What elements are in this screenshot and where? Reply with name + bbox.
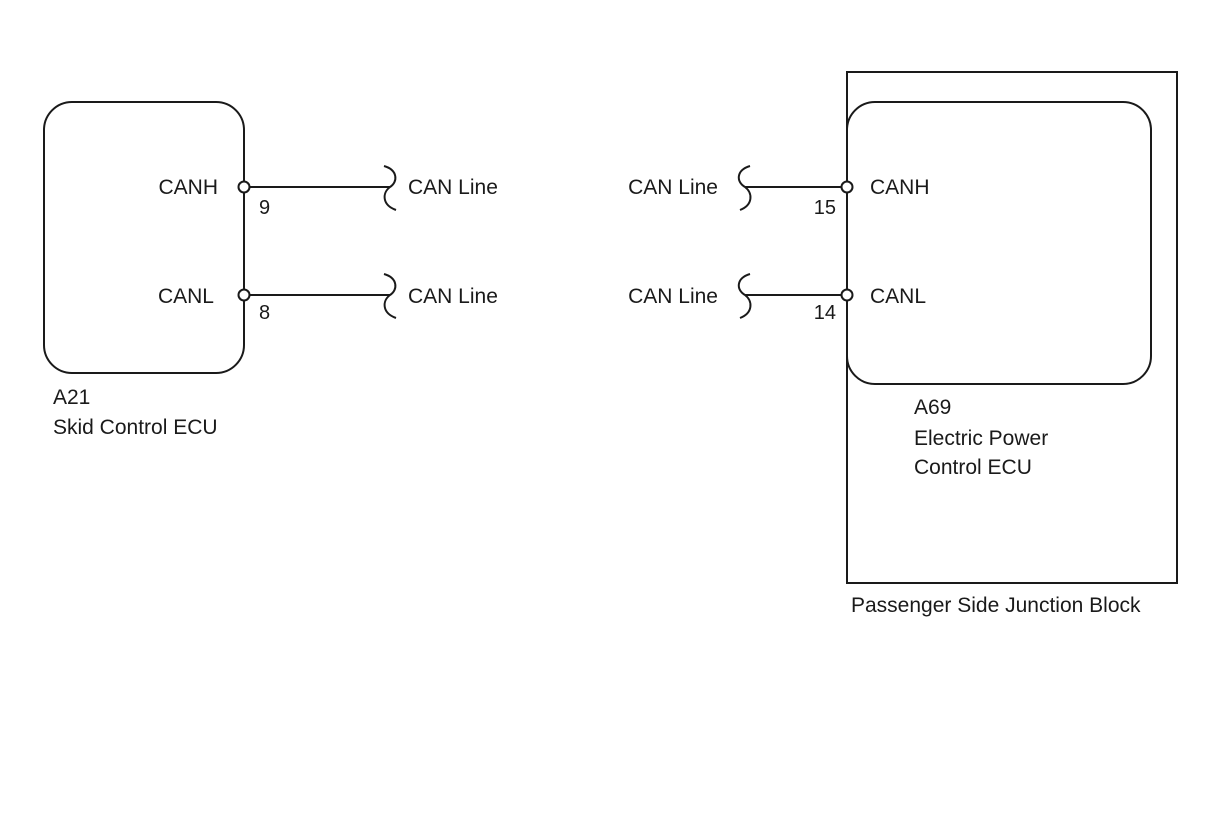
terminal-left-canh bbox=[237, 180, 251, 194]
terminal-left-canl bbox=[237, 288, 251, 302]
left-ecu-name: Skid Control ECU bbox=[53, 416, 218, 439]
left-canl-pin: 8 bbox=[259, 302, 271, 324]
right-ecu-name-line2: Control ECU bbox=[914, 456, 1032, 479]
wire-break-left-bottom bbox=[383, 273, 397, 319]
left-canl-label: CANL bbox=[157, 285, 214, 308]
junction-block-label: Passenger Side Junction Block bbox=[851, 594, 1141, 617]
left-canh-label: CANH bbox=[158, 176, 218, 199]
left-canh-pin: 9 bbox=[259, 197, 271, 219]
right-canh-label: CANH bbox=[870, 176, 930, 199]
wire-break-left-top bbox=[383, 165, 397, 211]
right-canl-label: CANL bbox=[870, 285, 927, 308]
right-bottom-wire-label: CAN Line bbox=[628, 285, 718, 308]
left-bottom-wire-label: CAN Line bbox=[408, 285, 498, 308]
right-ecu-name-line1: Electric Power bbox=[914, 427, 1049, 450]
skid-control-ecu-box bbox=[43, 101, 245, 374]
junction-block-outline bbox=[846, 71, 1178, 584]
wire-break-right-top bbox=[737, 165, 752, 211]
left-top-wire-label: CAN Line bbox=[408, 176, 498, 199]
electric-power-control-ecu-box bbox=[846, 101, 1152, 385]
right-canl-pin: 14 bbox=[813, 302, 836, 324]
right-ecu-code: A69 bbox=[914, 396, 952, 419]
left-ecu-code: A21 bbox=[53, 386, 91, 409]
right-top-wire-label: CAN Line bbox=[628, 176, 718, 199]
terminal-right-canl bbox=[840, 288, 854, 302]
terminal-right-canh bbox=[840, 180, 854, 194]
wire-break-right-bottom bbox=[737, 273, 752, 319]
right-canh-pin: 15 bbox=[813, 197, 836, 219]
